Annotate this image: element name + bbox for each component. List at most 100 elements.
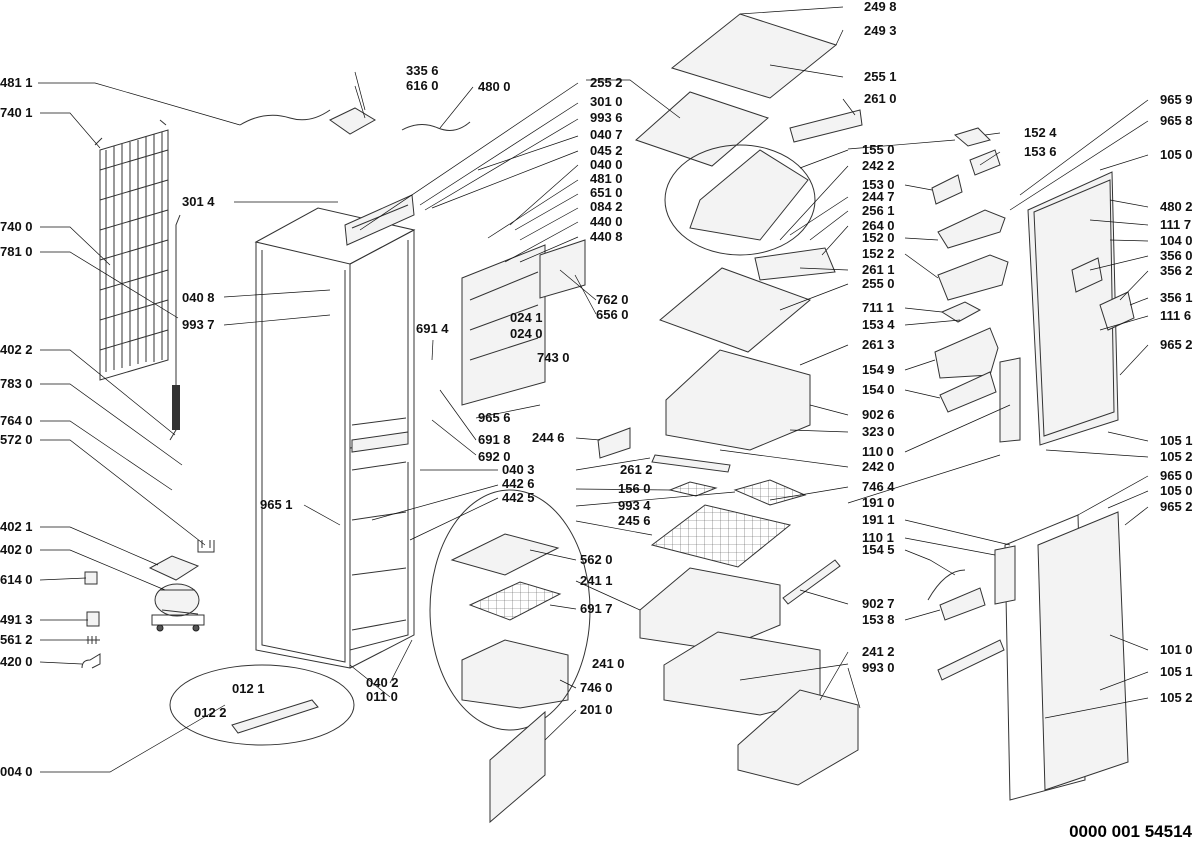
part-label: 356 1	[1160, 290, 1193, 305]
part-label: 491 3	[0, 612, 33, 627]
crisper-group-outline	[664, 144, 816, 256]
part-label: 105 0	[1160, 147, 1193, 162]
part-label: 743 0	[537, 350, 570, 365]
part-label: 301 0	[590, 94, 623, 109]
lower-door	[1037, 511, 1129, 791]
part-label: 323 0	[862, 424, 895, 439]
door-shelf-152-2	[937, 254, 1009, 301]
ice-tray-box	[461, 639, 569, 709]
top-cover	[344, 194, 415, 246]
part-label: 301 4	[182, 194, 215, 209]
compressor	[151, 583, 205, 632]
part-label: 111 6	[1160, 308, 1191, 323]
part-label: 012 2	[194, 705, 227, 720]
part-label: 402 1	[0, 519, 33, 534]
base-group-outline	[169, 664, 355, 746]
part-label: 965 1	[260, 497, 293, 512]
part-label: 241 1	[580, 573, 613, 588]
door-shelf-154-0	[939, 371, 997, 413]
part-label: 783 0	[0, 376, 33, 391]
wire-481	[239, 109, 331, 126]
part-label: 153 8	[862, 612, 895, 627]
part-label: 191 1	[862, 512, 895, 527]
part-label: 105 2	[1160, 690, 1193, 705]
part-labels: 249 8 249 3 255 1 261 0 255 2 301 0 993 …	[0, 0, 1193, 779]
part-label: 440 0	[590, 214, 623, 229]
part-label: 740 1	[0, 105, 33, 120]
part-label: 255 1	[864, 69, 897, 84]
part-label: 902 7	[862, 596, 895, 611]
part-label: 993 4	[618, 498, 651, 513]
freezer-group-outline	[429, 489, 591, 731]
bracket-572	[197, 540, 215, 553]
part-label: 264 0	[862, 218, 895, 233]
part-label: 040 0	[590, 157, 623, 172]
part-label: 241 0	[592, 656, 625, 671]
part-label: 154 9	[862, 362, 895, 377]
part-label: 335 6	[406, 63, 439, 78]
part-label: 152 0	[862, 230, 895, 245]
connector-561	[86, 636, 100, 644]
part-label: 201 0	[580, 702, 613, 717]
part-label: 781 0	[0, 244, 33, 259]
rail-261-2	[651, 454, 731, 473]
document-code: 0000 001 54514	[1069, 822, 1192, 841]
part-label: 762 0	[596, 292, 629, 307]
part-label: 420 0	[0, 654, 33, 669]
part-label: 965 2	[1160, 499, 1193, 514]
part-label: 104 0	[1160, 233, 1193, 248]
part-label: 153 4	[862, 317, 895, 332]
part-label: 993 0	[862, 660, 895, 675]
part-label: 249 3	[864, 23, 897, 38]
door-shelf-153-0	[931, 174, 963, 205]
rail-902-7	[782, 559, 841, 605]
part-label: 241 2	[862, 644, 895, 659]
part-label: 356 0	[1160, 248, 1193, 263]
part-label: 045 2	[590, 143, 623, 158]
display-356	[1099, 291, 1135, 331]
grille-156	[668, 481, 718, 497]
part-label: 156 0	[618, 481, 651, 496]
freezer-grid	[468, 581, 562, 621]
part-label: 902 6	[862, 407, 895, 422]
part-label: 012 1	[232, 681, 265, 696]
part-label: 691 8	[478, 432, 511, 447]
part-label: 110 1	[862, 530, 894, 545]
part-label: 480 0	[478, 79, 511, 94]
door-shelf-152-0	[937, 209, 1006, 249]
part-label: 965 6	[478, 410, 511, 425]
drier	[172, 385, 180, 430]
part-label: 764 0	[0, 413, 33, 428]
capillary-tube	[169, 214, 181, 441]
part-label: 481 0	[590, 171, 623, 186]
part-label: 040 3	[502, 462, 535, 477]
part-label: 105 2	[1160, 449, 1193, 464]
part-label: 572 0	[0, 432, 33, 447]
part-label: 691 4	[416, 321, 449, 336]
drawer-241-2	[737, 689, 859, 786]
door-shelf-711	[940, 301, 982, 323]
part-label: 105 1	[1160, 664, 1193, 679]
part-label: 561 2	[0, 632, 33, 647]
part-label: 965 2	[1160, 337, 1193, 352]
part-label: 153 0	[862, 177, 895, 192]
leader-lines	[38, 6, 1149, 773]
part-label: 191 0	[862, 495, 895, 510]
part-label: 356 2	[1160, 263, 1193, 278]
part-label: 261 3	[862, 337, 895, 352]
part-label: 256 1	[862, 203, 895, 218]
part-label: 040 8	[182, 290, 215, 305]
wire-480	[401, 121, 471, 131]
door-shelf-154-9	[934, 327, 999, 379]
upper-door	[1027, 171, 1119, 446]
crisper-242	[689, 149, 809, 241]
part-label: 242 0	[862, 459, 895, 474]
part-label: 153 6	[1024, 144, 1057, 159]
part-label: 011 0	[366, 689, 398, 704]
part-label: 651 0	[590, 185, 623, 200]
part-label: 244 6	[532, 430, 565, 445]
part-label: 249 8	[864, 0, 897, 14]
control-box-335	[329, 107, 376, 135]
part-label: 261 2	[620, 462, 653, 477]
